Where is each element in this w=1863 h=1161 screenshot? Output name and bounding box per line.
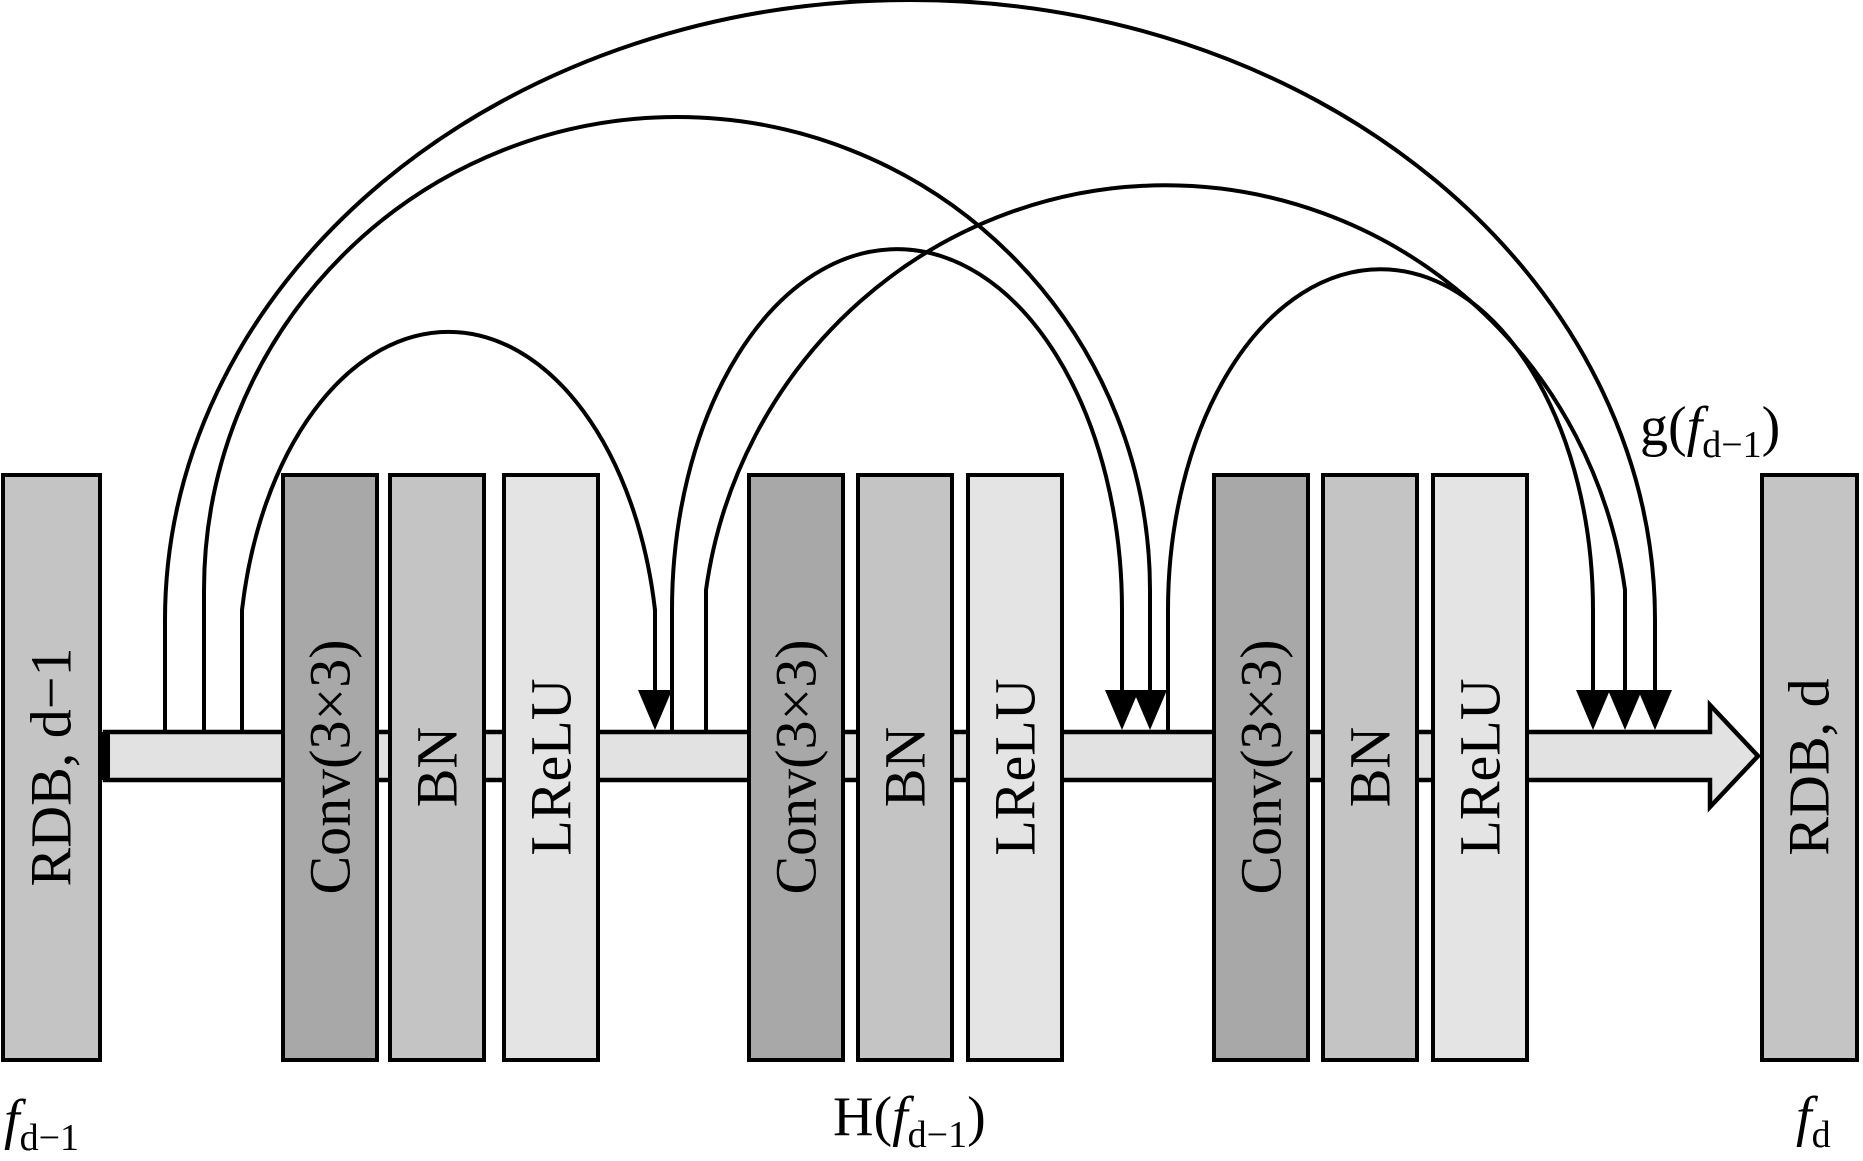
f-output-sub: d [1812, 1114, 1831, 1156]
h-function-label: H(fd−1) [833, 1086, 986, 1156]
rdb-output-block [1760, 473, 1859, 1062]
conv-block-2 [747, 473, 845, 1062]
bn-label-2: BN [873, 727, 938, 808]
lrelu-label-1: LReLU [519, 678, 584, 855]
block-labels: RDB, d−1 Conv(3×3) BN LReLU Conv(3×3) BN… [19, 639, 1842, 894]
conv-block-3 [1212, 473, 1310, 1062]
skip-arc-4 [670, 247, 1124, 730]
skip-arc-1 [240, 329, 657, 730]
arrowhead-6 [1638, 690, 1672, 730]
lrelu-block-1 [502, 473, 600, 1062]
arrowhead-1 [638, 690, 672, 730]
rdb-input-block [1, 473, 102, 1062]
g-function-label: g(fd−1) [1640, 396, 1780, 466]
g-sub: d−1 [1702, 424, 1761, 466]
bn-block-2 [856, 473, 954, 1062]
lrelu-block-3 [1431, 473, 1529, 1062]
f-input-label: fd−1 [4, 1089, 79, 1159]
lrelu-label-3: LReLU [1448, 678, 1513, 855]
skip-arc-5 [704, 183, 1627, 730]
skip-arc-2 [202, 115, 1152, 730]
lrelu-label-2: LReLU [983, 678, 1048, 855]
arrowhead-2 [1105, 690, 1139, 730]
layer-blocks [1, 473, 1859, 1062]
arrowhead-4 [1576, 690, 1610, 730]
bn-block-1 [388, 473, 486, 1062]
bn-label-3: BN [1338, 727, 1403, 808]
arrowheads [638, 690, 1672, 730]
rdb-output-label: RDB, d [1777, 678, 1842, 855]
skip-arc-3 [163, 0, 1657, 730]
bn-label-1: BN [405, 727, 470, 808]
skip-arc-6 [1166, 267, 1595, 730]
g-prefix: g( [1640, 396, 1687, 458]
conv-label-2: Conv(3×3) [764, 639, 829, 894]
bn-block-3 [1321, 473, 1419, 1062]
f-output-label: fd [1796, 1086, 1831, 1156]
arrow-tail-cap [102, 732, 110, 780]
h-prefix: H( [833, 1086, 892, 1148]
conv-label-3: Conv(3×3) [1229, 639, 1294, 894]
h-sub: d−1 [908, 1114, 967, 1156]
g-suffix: ) [1762, 396, 1781, 458]
f-input-sub: d−1 [20, 1117, 79, 1159]
h-suffix: ) [967, 1086, 986, 1148]
skip-connections [163, 0, 1657, 730]
arrowhead-5 [1608, 690, 1642, 730]
arrowhead-3 [1133, 690, 1167, 730]
conv-block-1 [281, 473, 379, 1062]
lrelu-block-2 [966, 473, 1064, 1062]
conv-label-1: Conv(3×3) [298, 639, 363, 894]
rdb-input-label: RDB, d−1 [19, 648, 84, 887]
